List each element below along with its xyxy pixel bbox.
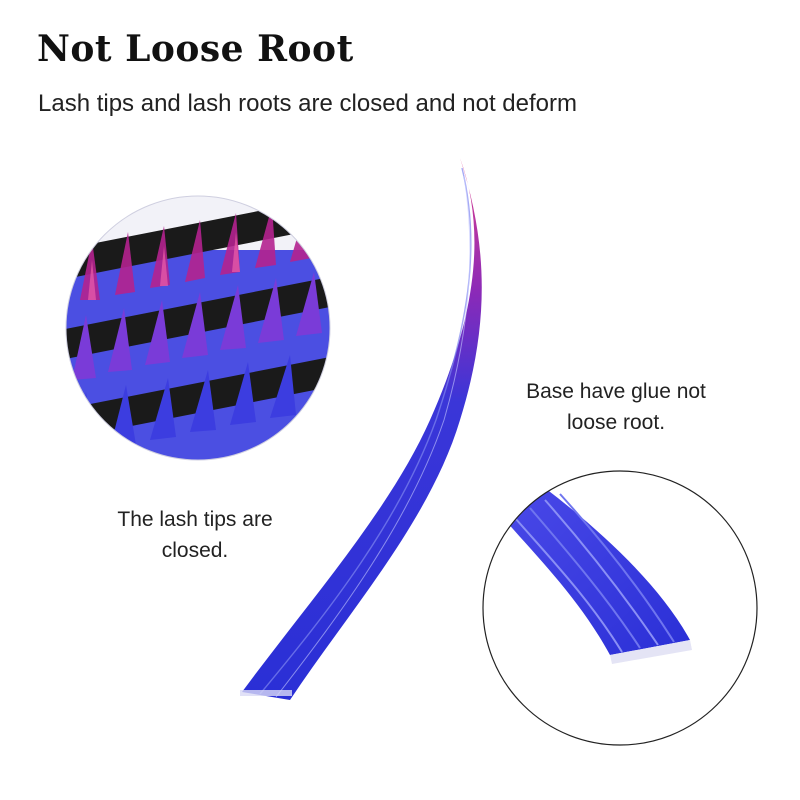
caption-tips: The lash tips are closed. xyxy=(100,504,290,566)
tips-zoom-circle xyxy=(65,195,331,461)
page-title: Not Loose Root xyxy=(37,28,354,70)
caption-base: Base have glue not loose root. xyxy=(498,376,734,438)
caption-base-line-2: loose root. xyxy=(566,411,666,434)
caption-tips-line-2: closed. xyxy=(161,539,229,562)
caption-tips-line-1: The lash tips are xyxy=(117,508,273,531)
caption-base-line-1: Base have glue not xyxy=(526,380,706,403)
lash-strand xyxy=(240,158,482,700)
page-subtitle: Lash tips and lash roots are closed and … xyxy=(38,90,577,117)
base-zoom-circle xyxy=(482,470,758,746)
